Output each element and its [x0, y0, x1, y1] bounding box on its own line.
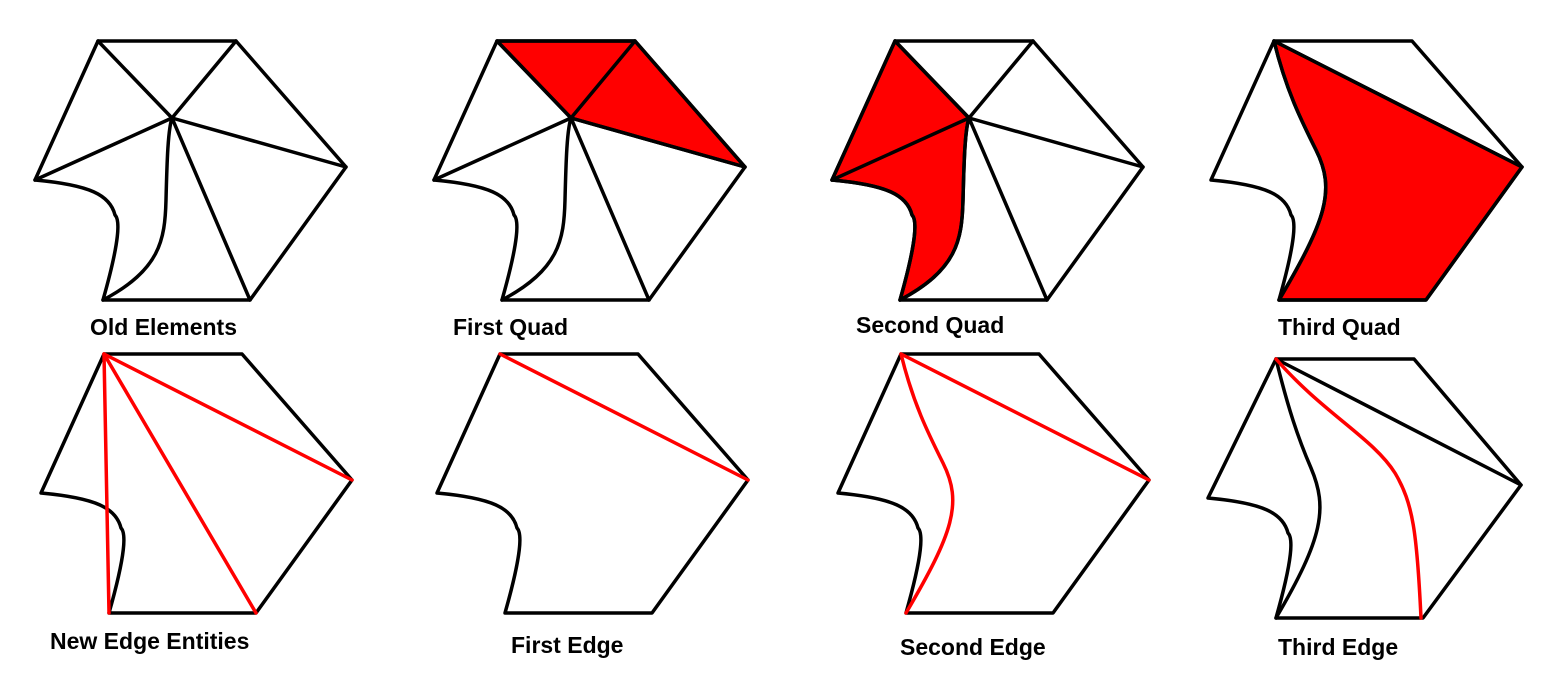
- mesh-edge: [569, 39, 637, 120]
- highlighted-edge: [899, 352, 955, 615]
- caption-new-edge-entities: New Edge Entities: [50, 628, 250, 654]
- caption-first-edge: First Edge: [511, 632, 624, 658]
- highlighted-edge: [498, 352, 750, 482]
- new-edge: [102, 352, 258, 615]
- mesh-edge: [967, 116, 1049, 302]
- outer-boundary: [1206, 357, 1523, 620]
- outer-boundary: [435, 352, 750, 615]
- new-edge: [102, 352, 354, 482]
- mesh-edge: [33, 116, 174, 182]
- panel-first-edge: [435, 352, 750, 615]
- panel-second-quad: [830, 39, 1145, 302]
- panel-new-edge-entities: [39, 352, 354, 615]
- mesh-edge: [1272, 39, 1524, 169]
- mesh-edge: [170, 39, 238, 120]
- panel-first-quad: [432, 39, 747, 302]
- mesh-edge: [1272, 39, 1328, 302]
- panel-third-quad: [1209, 39, 1524, 302]
- mesh-edge: [495, 39, 573, 120]
- outer-boundary: [39, 352, 354, 615]
- panel-second-edge: [836, 352, 1151, 615]
- outer-boundary: [836, 352, 1151, 615]
- mesh-edge: [96, 39, 174, 120]
- mesh-edge: [500, 116, 573, 302]
- mesh-edge: [569, 116, 651, 302]
- mesh-edge: [893, 39, 971, 120]
- mesh-edge: [170, 116, 252, 302]
- caption-second-quad: Second Quad: [856, 312, 1005, 338]
- mesh-edge: [1274, 357, 1322, 620]
- panel-third-edge: [1206, 357, 1523, 620]
- mesh-edge: [432, 116, 573, 182]
- highlighted-quad: [1272, 39, 1524, 302]
- mesh-edge: [967, 39, 1035, 120]
- caption-first-quad: First Quad: [453, 314, 569, 340]
- mesh-edge: [898, 116, 971, 302]
- mesh-edge: [1274, 357, 1523, 487]
- outer-boundary: [33, 39, 348, 302]
- caption-old-elements: Old Elements: [90, 314, 237, 340]
- highlighted-edge: [899, 352, 1151, 482]
- caption-third-quad: Third Quad: [1278, 314, 1401, 340]
- caption-second-edge: Second Edge: [900, 634, 1046, 660]
- mesh-edge: [830, 116, 971, 182]
- panel-old-elements: [33, 39, 348, 302]
- caption-third-edge: Third Edge: [1278, 634, 1399, 660]
- mesh-edge: [101, 116, 174, 302]
- mesh-edge: [569, 116, 747, 169]
- mesh-edge: [967, 116, 1145, 169]
- new-edge: [102, 352, 111, 615]
- highlighted-edge: [1274, 357, 1423, 620]
- mesh-edge: [170, 116, 348, 169]
